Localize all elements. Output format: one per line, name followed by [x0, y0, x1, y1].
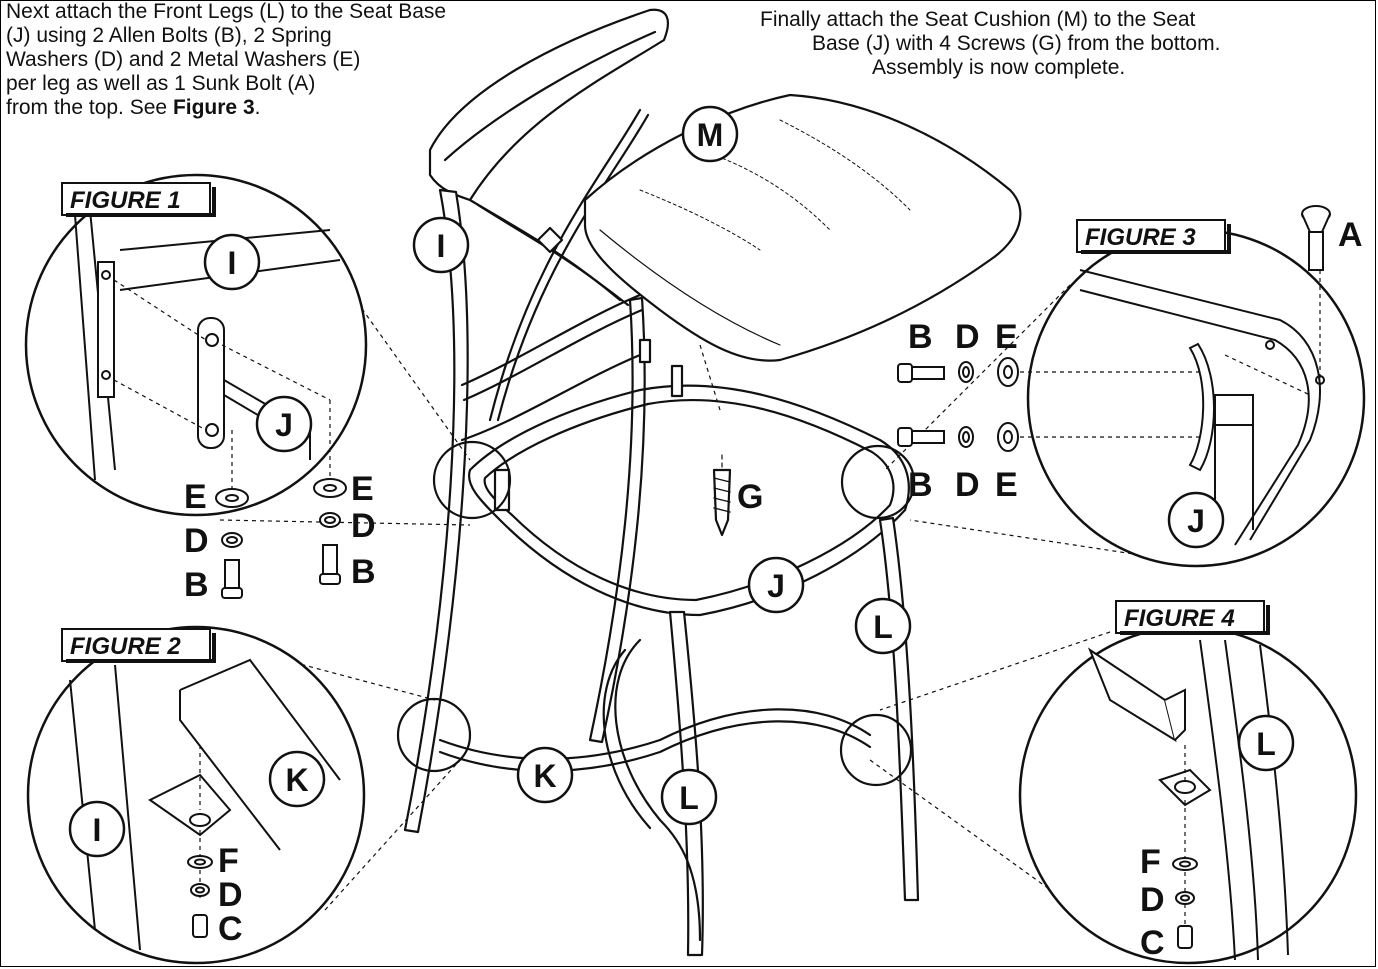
svg-text:FIGURE 2: FIGURE 2 — [70, 633, 181, 660]
callouts: I M J K L L I J I K J L — [68, 105, 1295, 858]
instruction-text: from the top. See — [6, 96, 173, 119]
part-label-D: D — [218, 876, 243, 914]
instruction-line: per leg as well as 1 Sunk Bolt (A) — [6, 72, 316, 95]
callout-fig3-J: J — [1167, 491, 1225, 549]
part-labels: G A E D B E D B B D E B D E F D C F D C — [184, 216, 1363, 962]
svg-text:J: J — [275, 407, 293, 443]
fig3-hardware — [897, 205, 1331, 452]
brace-ornament — [536, 226, 564, 254]
figure-4 — [1018, 625, 1358, 965]
svg-text:FIGURE 3: FIGURE 3 — [1085, 224, 1196, 251]
stool-drawing — [403, 8, 1022, 957]
part-label-B: B — [908, 466, 933, 504]
rear-leg-left — [403, 188, 469, 834]
instruction-line: Washers (D) and 2 Metal Washers (E) — [6, 48, 361, 71]
instructions-left: Next attach the Front Legs (L) to the Se… — [6, 0, 566, 120]
zoom-rings — [396, 440, 916, 787]
instructions-right: Finally attach the Seat Cushion (M) to t… — [760, 8, 1360, 80]
fig1-hardware — [215, 478, 347, 599]
callout-main-K: K — [516, 746, 574, 804]
instruction-text: . — [254, 96, 261, 119]
figure-1 — [24, 173, 368, 517]
part-label-C: C — [218, 910, 243, 948]
instruction-line: (J) using 2 Allen Bolts (B), 2 Spring — [6, 24, 332, 47]
part-label-E: E — [995, 318, 1018, 356]
part-label-D: D — [955, 318, 980, 356]
instruction-line: Base (J) with 4 Screws (G) from the bott… — [812, 32, 1221, 55]
figure-reference: Figure 3 — [172, 96, 255, 119]
callout-fig2-K: K — [268, 750, 326, 808]
part-label-D: D — [184, 522, 209, 560]
callout-main-L2: L — [660, 768, 718, 826]
part-label-C: C — [1140, 924, 1165, 962]
svg-text:K: K — [285, 762, 308, 798]
figure-1-label: FIGURE 1 — [61, 182, 216, 217]
svg-text:I: I — [437, 228, 446, 264]
instruction-line: from the top. See Figure 3. — [6, 96, 566, 120]
part-label-D: D — [351, 507, 376, 545]
callout-main-L1: L — [854, 597, 912, 655]
part-label-F: F — [1140, 843, 1161, 881]
part-label-B: B — [908, 318, 933, 356]
figure-4-label: FIGURE 4 — [1115, 600, 1270, 635]
figure-labels: FIGURE 1 FIGURE 2 FIGURE 3 FIGURE 4 — [61, 182, 1270, 663]
svg-text:K: K — [533, 758, 556, 794]
part-label-E: E — [184, 478, 207, 516]
instruction-line: Finally attach the Seat Cushion (M) to t… — [760, 8, 1196, 31]
svg-text:I: I — [228, 245, 237, 281]
part-label-D: D — [1140, 881, 1165, 919]
svg-text:FIGURE 4: FIGURE 4 — [1124, 605, 1235, 632]
svg-text:M: M — [697, 117, 724, 153]
instruction-line: Next attach the Front Legs (L) to the Se… — [6, 0, 447, 23]
callout-fig1-I: I — [203, 233, 261, 291]
svg-text:I: I — [93, 812, 102, 848]
svg-text:L: L — [1256, 726, 1276, 762]
instruction-line: Assembly is now complete. — [872, 56, 1126, 79]
figure-3 — [1020, 228, 1366, 568]
front-leg-right — [878, 516, 920, 902]
part-label-B: B — [184, 566, 209, 604]
part-label-A: A — [1338, 216, 1363, 254]
callout-fig1-J: J — [255, 395, 313, 453]
part-label-B: B — [351, 553, 376, 591]
figure-3-label: FIGURE 3 — [1076, 219, 1231, 254]
callout-fig2-I: I — [68, 800, 126, 858]
footrest-ring — [438, 708, 872, 761]
svg-text:J: J — [1187, 503, 1205, 539]
part-label-E: E — [995, 466, 1018, 504]
callout-main-M: M — [681, 105, 739, 163]
callout-main-J: J — [747, 556, 805, 614]
svg-text:FIGURE 1: FIGURE 1 — [70, 187, 181, 214]
part-label-E: E — [351, 470, 374, 508]
seat-base — [467, 384, 910, 617]
screw-g — [712, 454, 732, 537]
figure-2 — [26, 625, 366, 965]
part-label-D: D — [955, 466, 980, 504]
part-label-F: F — [218, 842, 239, 880]
svg-text:L: L — [873, 609, 893, 645]
svg-text:L: L — [679, 780, 699, 816]
svg-text:J: J — [767, 568, 785, 604]
part-label-G: G — [737, 478, 763, 516]
callout-main-I: I — [412, 216, 470, 274]
callout-fig4-L: L — [1237, 714, 1295, 772]
figure-2-label: FIGURE 2 — [61, 628, 216, 663]
seat-cushion — [583, 93, 1022, 362]
